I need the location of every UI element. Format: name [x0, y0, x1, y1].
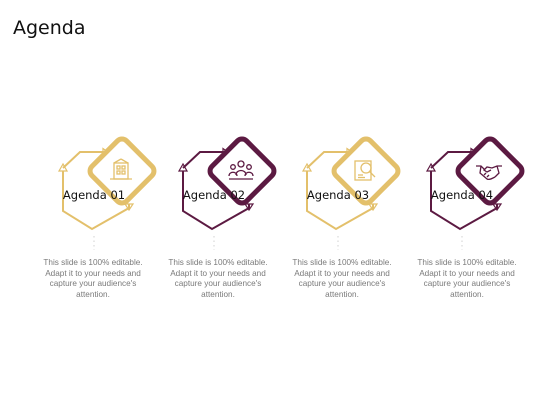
- agenda-item-3-label: Agenda 03: [306, 188, 370, 202]
- agenda-item-4-graphic: Agenda 04: [425, 132, 529, 250]
- agenda-item-3-graphic: Agenda 03: [301, 132, 405, 250]
- agenda-item-2-graphic: Agenda 02: [177, 132, 281, 250]
- agenda-item-1-graphic: Agenda 01: [57, 132, 161, 250]
- page-title: Agenda: [13, 17, 86, 39]
- handshake-icon: [476, 165, 502, 181]
- building-icon: [110, 158, 132, 180]
- agenda-item-2-description: This slide is 100% editable. Adapt it to…: [168, 258, 268, 299]
- team-icon: [228, 160, 254, 180]
- agenda-item-3-frame: [301, 147, 379, 250]
- agenda-item-4-description: This slide is 100% editable. Adapt it to…: [417, 258, 517, 299]
- agenda-item-4-label: Agenda 04: [430, 188, 494, 202]
- agenda-item-2-label: Agenda 02: [182, 188, 246, 202]
- agenda-item-1-description: This slide is 100% editable. Adapt it to…: [43, 258, 143, 299]
- agenda-item-3-description: This slide is 100% editable. Adapt it to…: [292, 258, 392, 299]
- search-document-icon: [354, 160, 376, 181]
- agenda-item-1-label: Agenda 01: [62, 188, 126, 202]
